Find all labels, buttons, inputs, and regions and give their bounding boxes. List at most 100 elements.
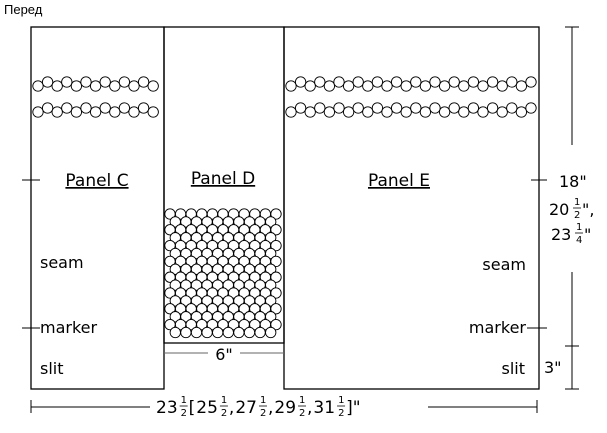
honeycomb-stitch — [265, 326, 277, 339]
bobble-stitch — [467, 76, 480, 88]
honeycomb-stitch — [270, 287, 282, 299]
marker-ticks — [22, 179, 547, 329]
total-width-separator: , — [229, 398, 234, 418]
page-title: Перед — [4, 2, 43, 17]
honeycomb-stitch — [270, 271, 282, 283]
total-width-whole: 27 — [235, 398, 257, 418]
bobble-stitch — [89, 106, 102, 118]
honeycomb-stitch — [270, 303, 282, 315]
honeycomb-stitch — [265, 232, 277, 244]
bobble-stitch — [342, 80, 355, 92]
bobble-stitch — [448, 102, 460, 114]
bobble-stitch — [99, 102, 111, 114]
bobble-stitch — [515, 80, 528, 92]
total-width-whole: 29 — [274, 398, 296, 418]
bobble-stitch — [118, 76, 131, 88]
honeycomb-stitch — [265, 263, 277, 275]
height-label-3-tail: " — [584, 225, 591, 244]
bobble-stitch — [458, 106, 470, 118]
bobble-stitch — [41, 76, 54, 88]
bobble-stitch — [89, 80, 102, 92]
right-marker-label: marker — [469, 318, 527, 337]
honeycomb-stitch — [169, 326, 181, 339]
bobble-stitch — [99, 76, 111, 88]
total-width-separator: [ — [189, 398, 196, 418]
bobble-stitch — [438, 80, 451, 92]
honeycomb-stitch — [254, 326, 266, 339]
bobble-stitch — [371, 102, 384, 114]
bobble-stitch — [458, 80, 470, 92]
bobble-stitch — [429, 102, 441, 114]
bobble-stitch — [41, 102, 54, 114]
bobble-stitch — [294, 76, 307, 88]
panel-d-width-label: 6" — [215, 345, 233, 364]
total-width-numerator: 1 — [299, 395, 305, 406]
panel-e-bobble-pattern — [285, 76, 537, 118]
bobble-stitch — [61, 76, 73, 88]
right-seam-label: seam — [482, 255, 526, 274]
bobble-stitch — [410, 76, 422, 88]
bobble-stitch — [333, 102, 345, 114]
bobble-stitch — [333, 76, 345, 88]
bobble-stitch — [118, 102, 131, 114]
height-label-3-whole: 23 — [551, 225, 571, 244]
total-width-separator: ]" — [346, 398, 360, 418]
total-width-numerator: 1 — [221, 395, 227, 406]
bobble-stitch — [448, 76, 460, 88]
total-width-separator: , — [307, 398, 312, 418]
bobble-stitch — [285, 80, 297, 92]
bobble-stitch — [147, 106, 159, 118]
bobble-stitch — [400, 106, 412, 118]
bobble-stitch — [285, 106, 297, 118]
honeycomb-stitch — [190, 326, 203, 339]
honeycomb-stitch — [233, 326, 245, 339]
total-width-denominator: 2 — [338, 408, 344, 419]
honeycomb-stitch — [212, 326, 224, 339]
bobble-stitch — [304, 80, 316, 92]
height-label-2-den: 2 — [574, 210, 580, 221]
slit-height-label: 3" — [544, 358, 562, 377]
height-label-2-whole: 20 — [549, 200, 569, 219]
panels-outline — [30, 26, 540, 390]
honeycomb-stitch — [180, 326, 192, 339]
bobble-stitch — [486, 76, 499, 88]
honeycomb-stitch — [270, 208, 282, 220]
bobble-stitch — [438, 106, 451, 118]
bobble-stitch — [128, 106, 140, 118]
panel-d-label: Panel D — [191, 169, 255, 189]
total-width-numerator: 1 — [181, 395, 187, 406]
panel-e-outline — [283, 26, 540, 390]
height-label-2: 20 1 2 ", — [549, 197, 594, 221]
total-width-whole: 31 — [313, 398, 335, 418]
panel-d-honeycomb-pattern — [164, 208, 282, 339]
left-slit-label: slit — [40, 359, 64, 378]
bobble-stitch — [314, 102, 326, 114]
bobble-stitch — [477, 80, 489, 92]
honeycomb-stitch — [270, 239, 282, 252]
honeycomb-stitch — [270, 318, 282, 331]
honeycomb-stitch — [265, 295, 277, 307]
height-label-3: 23 1 4 " — [551, 222, 591, 246]
panel-c-bobble-pattern — [32, 76, 159, 118]
left-seam-label: seam — [40, 253, 84, 272]
height-label-2-num: 1 — [574, 197, 580, 208]
bobble-stitch — [304, 106, 316, 118]
bobble-stitch — [525, 102, 537, 114]
honeycomb-stitch — [270, 255, 282, 268]
bobble-stitch — [419, 80, 432, 92]
honeycomb-stitch — [265, 311, 277, 323]
bobble-stitch — [109, 80, 121, 92]
bobble-stitch — [70, 106, 83, 118]
bobble-stitch — [80, 102, 92, 114]
bobble-stitch — [506, 76, 518, 88]
bobble-stitch — [515, 106, 528, 118]
bobble-stitch — [371, 76, 384, 88]
bobble-stitch — [32, 80, 44, 92]
total-width-whole: 23 — [156, 398, 178, 418]
honeycomb-stitch — [265, 279, 277, 291]
bobble-stitch — [51, 80, 63, 92]
bobble-stitch — [525, 76, 537, 88]
bobble-stitch — [390, 102, 403, 114]
